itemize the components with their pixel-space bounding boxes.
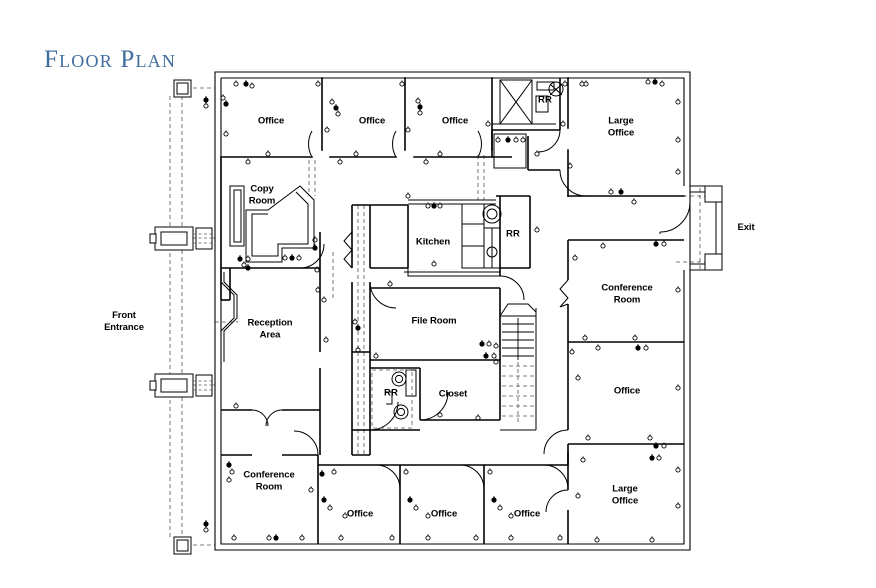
electrical-symbols [203, 77, 681, 543]
restroom-top-fixtures [492, 79, 564, 131]
corridor-walls-left [319, 368, 371, 456]
file-room-walls [369, 288, 501, 431]
restroom-top-walls [491, 78, 561, 171]
restroom-lower-door [369, 391, 449, 431]
partitions-bottom [221, 452, 569, 544]
restroom-top-vestibule [493, 133, 527, 169]
drawing-geometry [149, 71, 723, 555]
kitchen-walls [496, 195, 531, 276]
reception-door-swings [251, 409, 283, 427]
reception-walls [220, 268, 321, 411]
exterior-wall [214, 71, 691, 551]
reception-entry-bow [220, 268, 238, 368]
core-walls [351, 204, 500, 368]
copy-room-casework [229, 185, 315, 263]
exit-door-swing [659, 201, 691, 233]
front-glazing [211, 72, 222, 550]
stairwell [499, 303, 537, 431]
beam-hatch [193, 233, 212, 391]
door-swings-right [543, 279, 569, 513]
partitions-right [567, 239, 684, 544]
page-title: Floor Plan [44, 46, 177, 73]
kitchen-casework [404, 199, 502, 277]
exit-vestibule [690, 185, 723, 271]
wall-beam-connectors [149, 226, 213, 398]
door-swings-top [308, 129, 587, 197]
door-swings-bottom [293, 430, 569, 490]
copy-room-door [299, 243, 325, 269]
kitchen-rr-door [343, 231, 525, 309]
structural-columns [173, 79, 192, 555]
restroom-lower-fixtures [386, 369, 417, 420]
partitions-top [220, 77, 685, 197]
